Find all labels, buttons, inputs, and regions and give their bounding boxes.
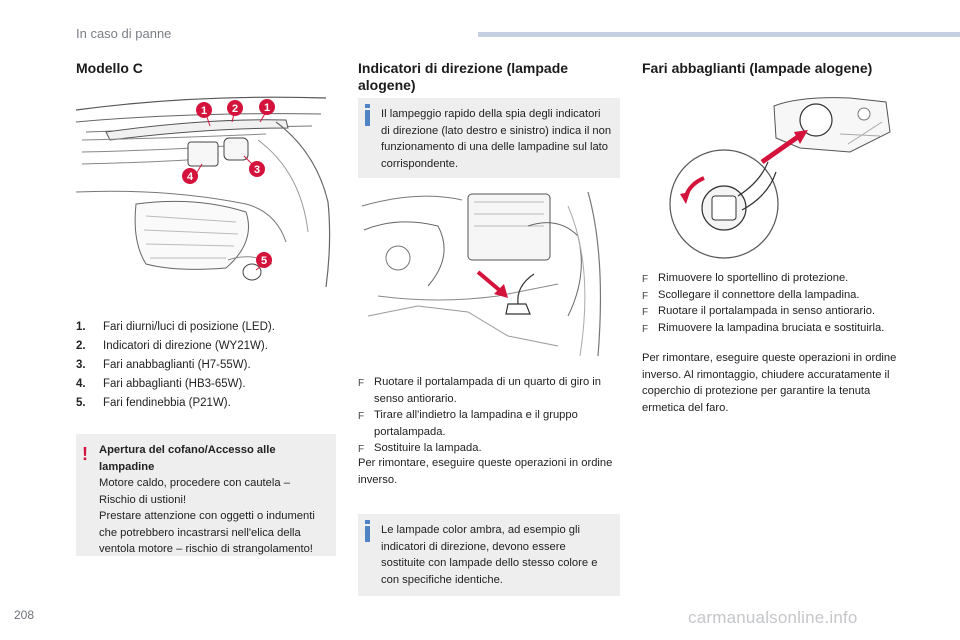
- indicator-bulb-illustration: [358, 186, 620, 360]
- step-marker-icon: F: [642, 307, 649, 318]
- high-beam-illustration: [650, 92, 912, 260]
- column-indicators: Indicatori di direzione (lampade alogene…: [358, 60, 620, 94]
- watermark: carmanualsonline.info: [688, 608, 858, 627]
- info-box-amber: Le lampade color ambra, ad esempio gli i…: [358, 514, 620, 596]
- page-number: 208: [14, 608, 35, 622]
- step-marker-icon: F: [358, 411, 365, 422]
- callout-5: 5: [261, 255, 267, 267]
- list-item: 2.Indicatori di direzione (WY21W).: [76, 340, 268, 352]
- list-item: 5.Fari fendinebbia (P21W).: [76, 397, 231, 409]
- step-marker-icon: F: [642, 290, 649, 302]
- callout-3: 3: [254, 164, 260, 176]
- section-title: In caso di panne: [76, 26, 172, 41]
- warning-line-2: Prestare attenzione con oggetti o indume…: [99, 510, 315, 555]
- reassembly-note-high-beam: Per rimontare, eseguire queste operazion…: [642, 352, 897, 414]
- column-model-c: Modello C: [76, 60, 336, 77]
- bulb-list: 1.Fari diurni/luci di posizione (LED). 2…: [76, 318, 338, 413]
- info-box-flashing: Il lampeggio rapido della spia degli ind…: [358, 98, 620, 178]
- list-item: 1.Fari diurni/luci di posizione (LED).: [76, 321, 275, 333]
- column-high-beam: Fari abbaglianti (lampade alogene): [642, 60, 922, 77]
- info-icon: [365, 104, 370, 126]
- reassembly-note: Per rimontare, eseguire queste operazion…: [358, 457, 613, 486]
- list-item: 4.Fari abbaglianti (HB3-65W).: [76, 378, 246, 390]
- model-c-heading: Modello C: [76, 60, 143, 76]
- indicators-heading: Indicatori di direzione (lampade alogene…: [358, 60, 569, 93]
- header-bar: [478, 32, 960, 37]
- callout-2: 2: [232, 103, 238, 115]
- step-marker-icon: F: [358, 444, 365, 455]
- step-marker-icon: F: [358, 378, 365, 389]
- warning-line-1: Motore caldo, procedere con cautela – Ri…: [99, 477, 290, 506]
- warning-box: ! Apertura del cofano/Accesso alle lampa…: [76, 434, 336, 556]
- info-icon: [365, 520, 370, 542]
- list-item: 3.Fari anabbaglianti (H7-55W).: [76, 359, 251, 371]
- callout-1b: 1: [264, 102, 270, 114]
- step-marker-icon: F: [642, 274, 649, 285]
- warning-title: Apertura del cofano/Accesso alle lampadi…: [99, 444, 276, 473]
- callout-1a: 1: [201, 105, 207, 117]
- warning-icon: !: [82, 444, 88, 464]
- callout-4: 4: [187, 171, 194, 183]
- high-beam-heading: Fari abbaglianti (lampade alogene): [642, 60, 873, 76]
- front-car-illustration: 1 2 1 3 4 5: [76, 92, 336, 292]
- step-marker-icon: F: [642, 323, 649, 335]
